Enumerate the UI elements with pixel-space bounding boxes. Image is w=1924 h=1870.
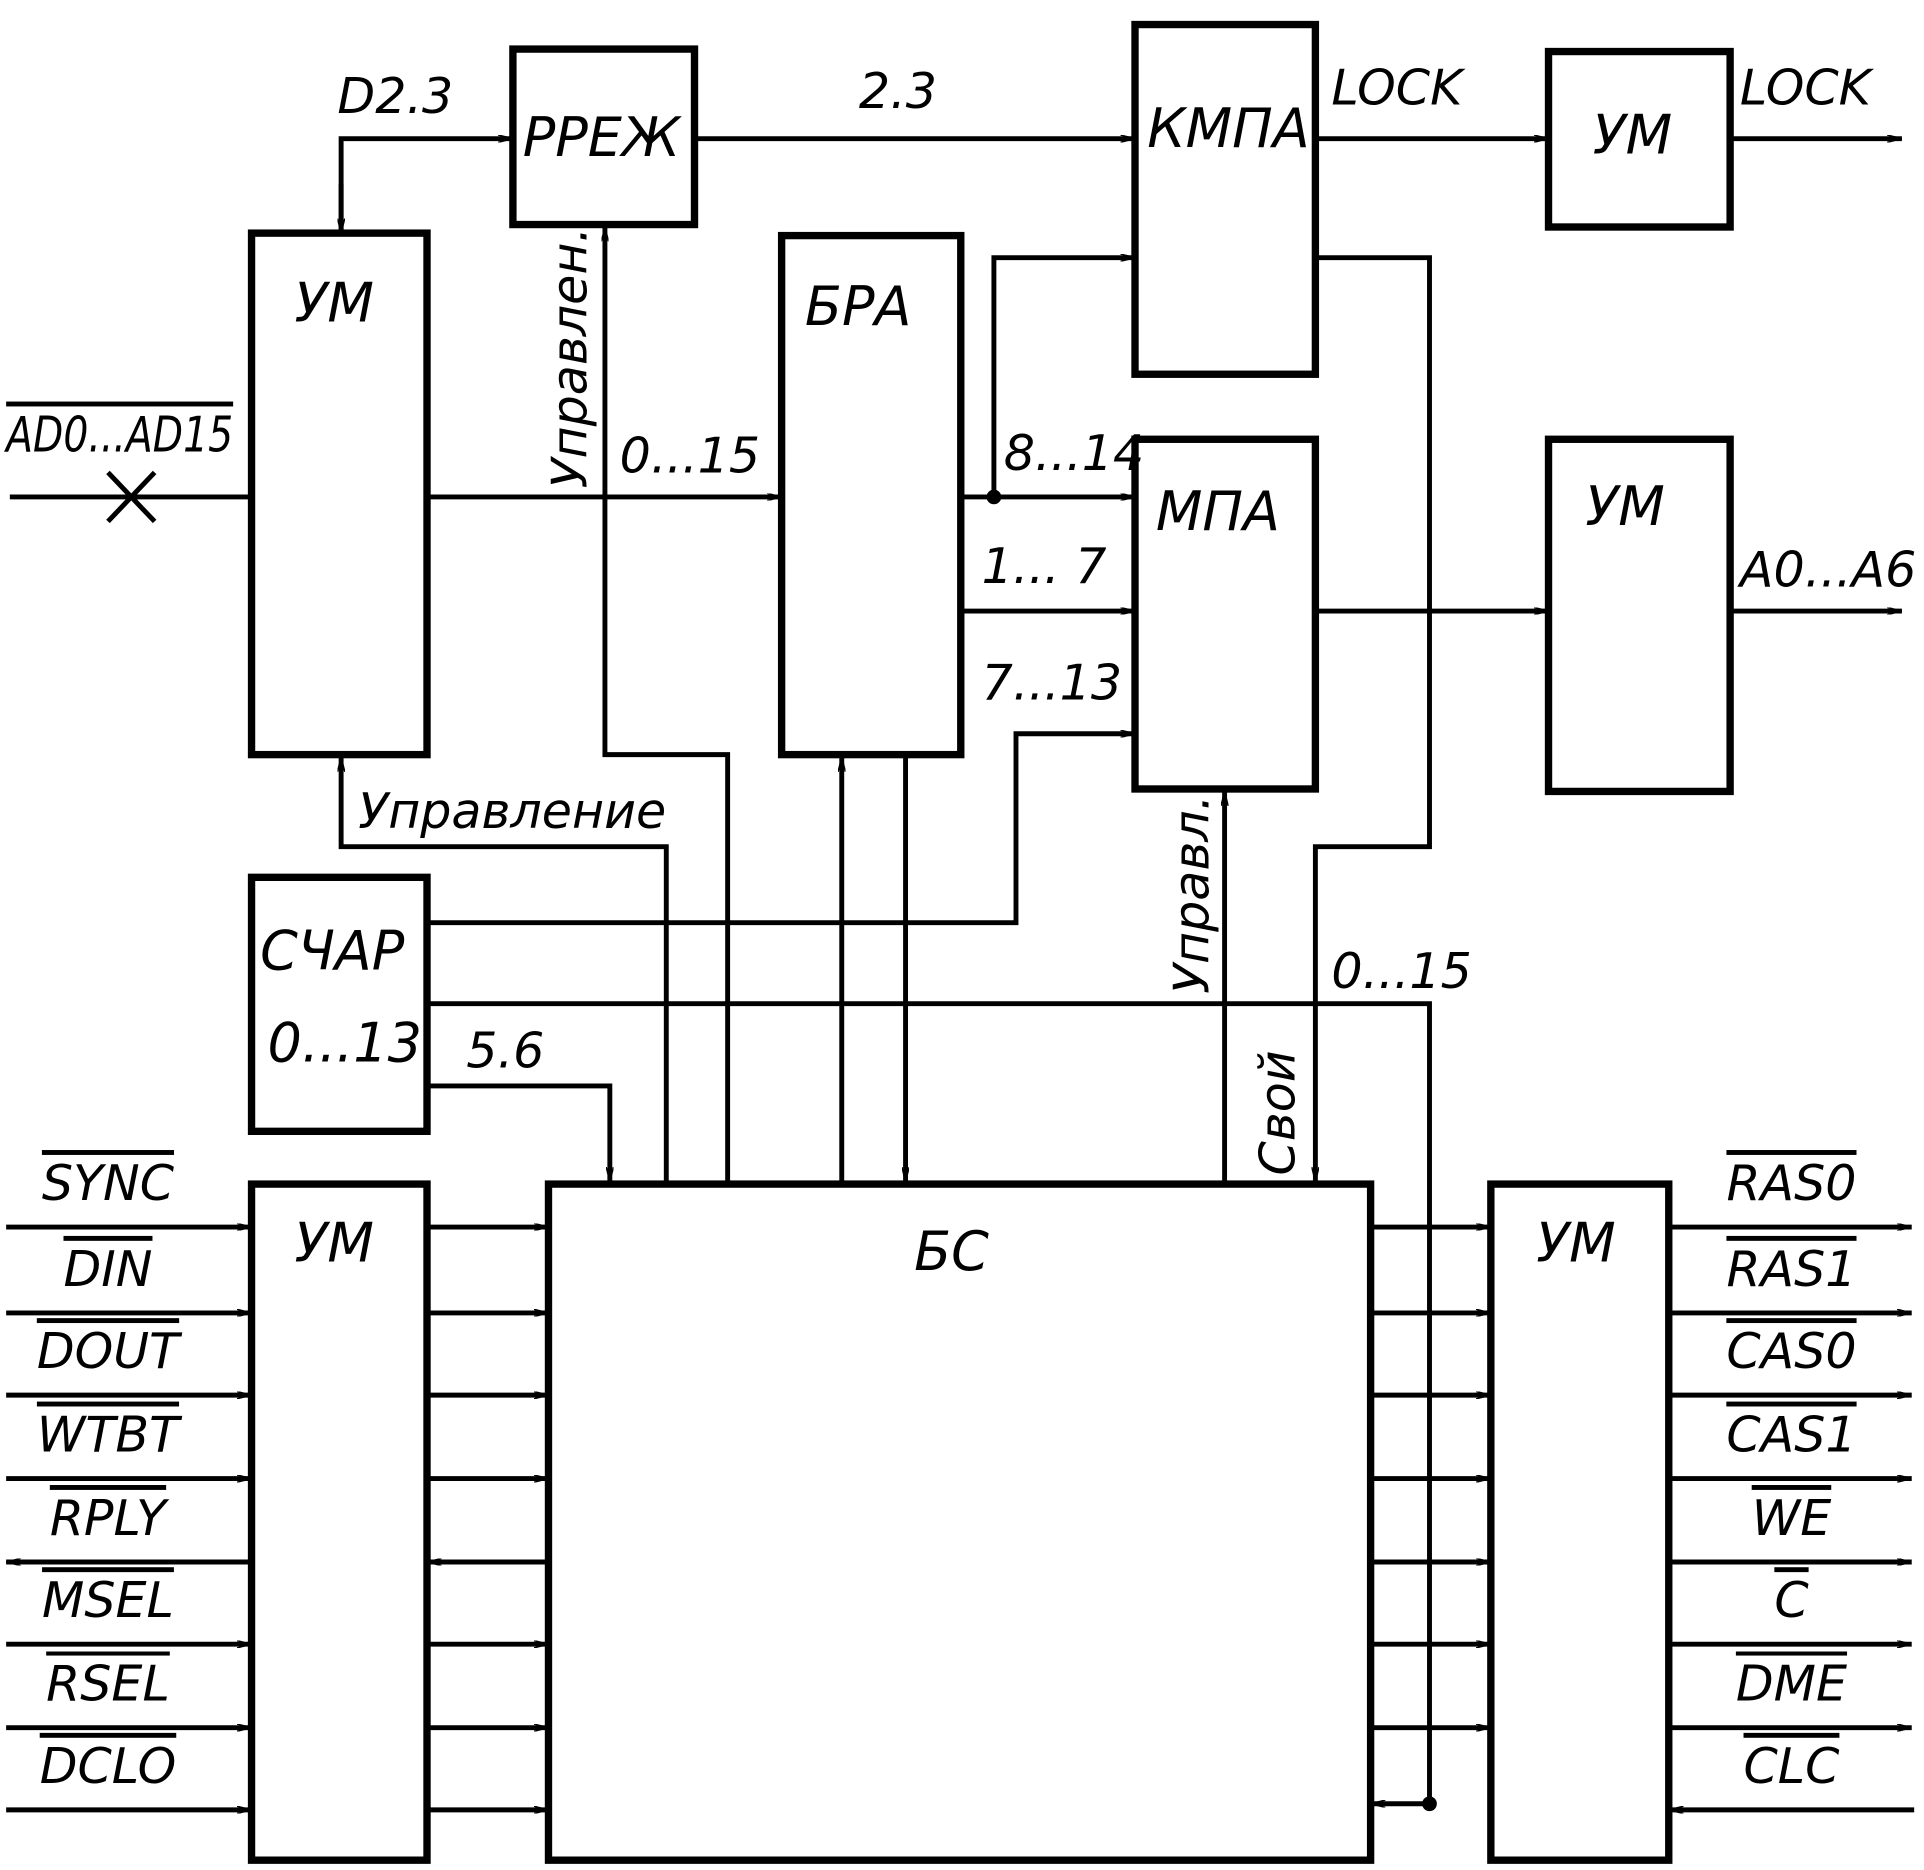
label-lock-in: LOCK (1331, 58, 1466, 116)
kmpa-label: КМПА (1147, 97, 1309, 160)
right-signal-label: RAS1 (1726, 1240, 1856, 1298)
label-ad-bus: AD0...AD15 (4, 406, 233, 464)
um-input-label: УМ (294, 271, 373, 334)
left-signals: SYNC DIN DOUT WTBT RPLY MSEL RSEL DCLO (6, 1154, 549, 1810)
um-addr-block (1544, 435, 1734, 796)
label-bits-8-14: 8...14 (1004, 424, 1144, 482)
rrezh-label: РРЕЖ (523, 106, 682, 169)
kmpa-block (1131, 20, 1320, 378)
connections (9, 139, 1902, 1812)
right-signal-label: WE (1752, 1489, 1832, 1547)
mpa-block (1131, 435, 1320, 793)
label-2-3: 2.3 (859, 62, 937, 120)
left-signal-label: MSEL (42, 1571, 174, 1629)
right-signal-label: C (1774, 1571, 1809, 1629)
um-bus-block (247, 1180, 431, 1864)
label-d23: D2.3 (337, 67, 453, 125)
um-mem-block (1487, 1180, 1673, 1864)
label-upravlenie: Управление (358, 782, 666, 840)
label-bits-1-7: 1... 7 (982, 537, 1107, 595)
bs-block (544, 1180, 1375, 1864)
left-signal-label: DOUT (37, 1322, 183, 1380)
left-signal-label: RPLY (50, 1489, 170, 1547)
left-signal-label: RSEL (46, 1655, 170, 1713)
left-signal-label: WTBT (37, 1406, 183, 1464)
left-signal-label: SYNC (42, 1154, 175, 1212)
bus-cross-icon (106, 470, 157, 524)
right-signal-label: CAS0 (1726, 1322, 1856, 1380)
right-signal-label: CLC (1744, 1737, 1841, 1795)
label-upravl: Управл. (1163, 795, 1221, 994)
label-bits-0-15b: 0...15 (1331, 942, 1471, 1000)
schar-label: СЧАР (260, 919, 405, 982)
right-signal-label: DME (1736, 1655, 1847, 1713)
bra-label: БРА (805, 275, 912, 338)
um-mem-label: УМ (1536, 1211, 1615, 1274)
label-lock-out: LOCK (1740, 58, 1875, 116)
um-bus-label: УМ (294, 1211, 373, 1274)
mpa-label: МПА (1156, 480, 1280, 543)
label-svoy: Свой (1249, 1050, 1307, 1175)
label-upravlen: Управлен. (541, 227, 599, 488)
label-a0-a6: A0...A6 (1737, 541, 1916, 599)
right-signal-label: RAS0 (1726, 1154, 1856, 1212)
schar-bits: 0...13 (267, 1011, 421, 1074)
um-addr-label: УМ (1585, 475, 1664, 538)
bs-label: БС (914, 1220, 989, 1283)
schar-block (247, 873, 431, 1136)
left-signal-label: DIN (63, 1240, 152, 1298)
label-bits-0-15: 0...15 (620, 426, 760, 484)
left-signal-label: DCLO (40, 1737, 177, 1795)
label-5-6: 5.6 (466, 1022, 544, 1080)
label-bits-7-13: 7...13 (982, 653, 1122, 711)
right-signal-label: CAS1 (1726, 1406, 1856, 1464)
um-lock-label: УМ (1593, 103, 1672, 166)
